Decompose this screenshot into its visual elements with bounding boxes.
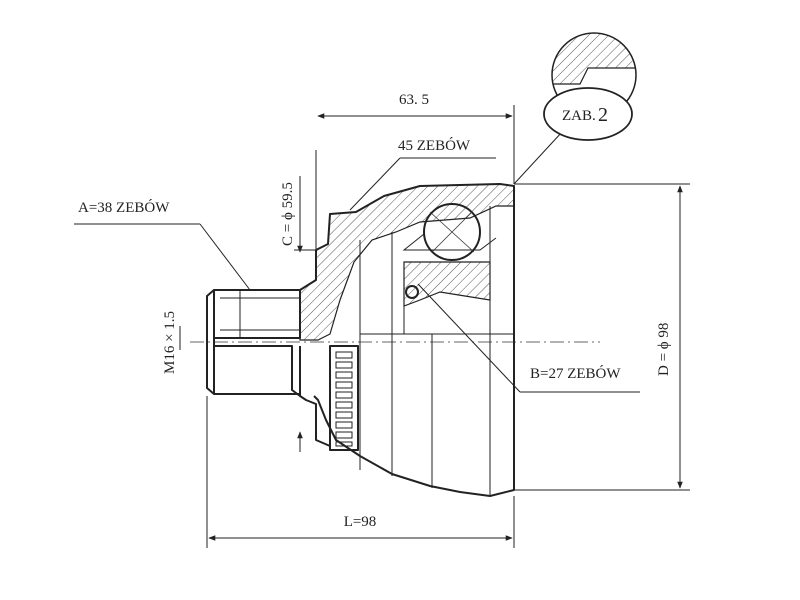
ball (423, 203, 481, 261)
dimension-diameter-c: C = ϕ 59.5 (280, 176, 318, 452)
dimension-spline-a-label: A=38 ZEBÓW (78, 199, 170, 216)
dimension-thread-label: M16 × 1.5 (162, 311, 178, 374)
detail-label: ZAB. (562, 108, 596, 124)
dimension-spline-b: B=27 ZEBÓW (417, 283, 640, 393)
dimension-spline-a: A=38 ZEBÓW (74, 199, 251, 291)
dimension-diameter-d-label: D = ϕ 98 (656, 323, 672, 376)
inner-race-ball-cage (402, 203, 497, 334)
joint-housing (299, 183, 515, 497)
dimension-diameter-c-label: C = ϕ 59.5 (280, 182, 296, 246)
abs-tone-ring (329, 345, 359, 451)
dimension-spline-45-label: 45 ZEBÓW (398, 137, 471, 154)
dimension-spline-45: 45 ZEBÓW (349, 137, 496, 211)
dimension-diameter-d: D = ϕ 98 (514, 183, 690, 491)
detail-label-oval (543, 87, 633, 141)
detail-number: 2 (598, 104, 608, 126)
dimension-top-length-label: 63. 5 (399, 92, 429, 108)
detail-callout: ZAB. 2 (513, 32, 637, 185)
dimension-length-l: L=98 (206, 396, 515, 548)
dimension-thread: M16 × 1.5 (162, 311, 181, 374)
dimension-spline-b-label: B=27 ZEBÓW (530, 365, 621, 382)
dimension-top-length: 63. 5 (315, 92, 515, 278)
threaded-stub-shaft (206, 289, 301, 397)
dimension-length-l-label: L=98 (344, 514, 377, 530)
